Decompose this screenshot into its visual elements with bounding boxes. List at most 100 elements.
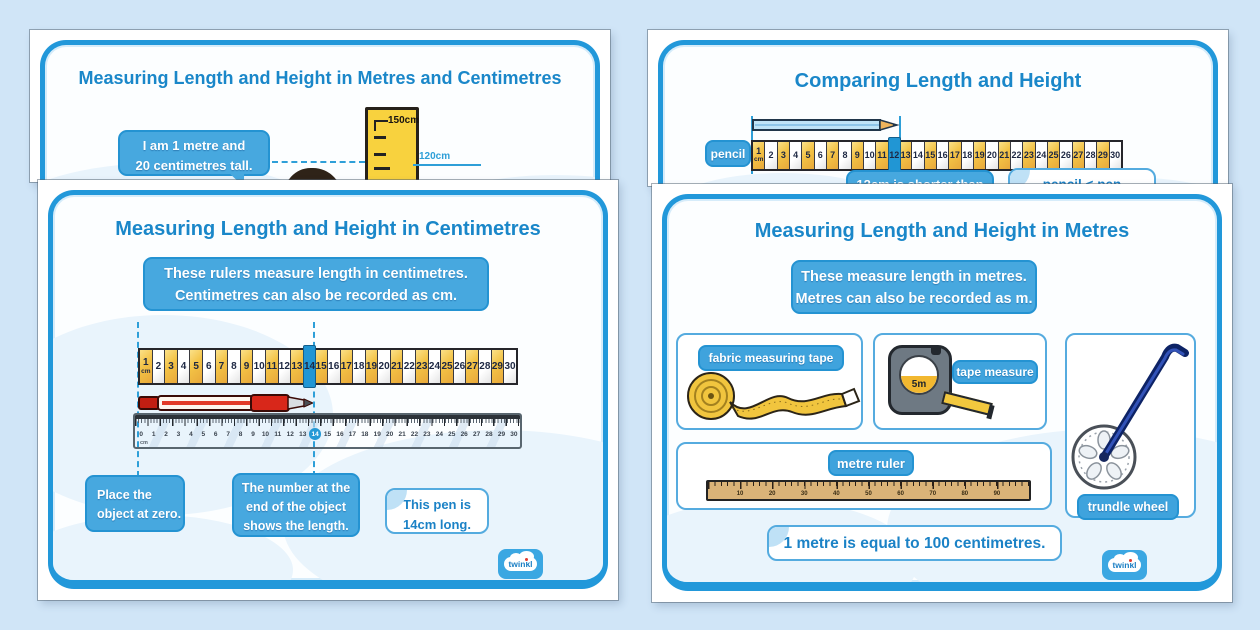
- ruler-cell: 21: [398, 430, 406, 438]
- chart-top-label: 150cm: [388, 115, 420, 126]
- ruler-cell: 16: [936, 142, 950, 169]
- tape-measure-label: tape measure: [952, 360, 1038, 384]
- ruler-cell: 15: [924, 142, 937, 169]
- ruler-cell: 30: [800, 490, 808, 497]
- ruler-cell: 30: [504, 350, 516, 383]
- tape-measure-clip: [931, 347, 941, 355]
- twinkl-logo-dot: [524, 557, 528, 561]
- ruler-cell: 18: [353, 350, 366, 383]
- ruler-cell: 1: [151, 430, 156, 438]
- ruler-cell: 23: [416, 350, 429, 383]
- tip-line: shows the length.: [243, 518, 349, 533]
- page-title: Measuring Length and Height in Metres an…: [78, 68, 562, 88]
- subtitle-box: These rulers measure length in centimetr…: [143, 257, 489, 311]
- ruler-cell: 19: [365, 350, 379, 383]
- ruler-cell: 27: [472, 430, 481, 438]
- ruler-cell: 17: [949, 142, 962, 169]
- ruler-cell: 5: [802, 142, 815, 169]
- twinkl-logo-dot: [1128, 558, 1132, 562]
- ruler-cell: 2: [164, 430, 168, 438]
- tip-line: Place the: [97, 488, 152, 502]
- ruler-cell: 11: [876, 142, 889, 169]
- ruler-cell: 11: [274, 430, 282, 438]
- ruler-edge: [135, 415, 520, 419]
- trundle-wheel-label: trundle wheel: [1077, 494, 1179, 520]
- ruler-cell: 80: [961, 490, 969, 497]
- comparison-statement-box: 12cm is shorter than: [846, 170, 994, 186]
- ruler-cell: 29: [1097, 142, 1110, 169]
- ruler-cell: 4: [177, 350, 191, 383]
- ruler-cell: 3: [176, 430, 181, 438]
- note-line1: This pen is: [403, 497, 471, 512]
- ruler-cell: 5: [201, 430, 206, 438]
- ruler-cell: 8: [839, 142, 852, 169]
- unit-label: cm: [753, 156, 764, 164]
- poster-metres: Measuring Length and Height in Metres Th…: [652, 184, 1232, 602]
- subtitle-line1: These rulers measure length in centimetr…: [164, 266, 468, 282]
- ruler-cell: 20: [768, 490, 776, 497]
- subtitle-line2: Centimetres can also be recorded as cm.: [174, 287, 458, 304]
- tip-box-length: The number at the end of the object show…: [232, 473, 360, 537]
- ruler-cell: 19: [373, 430, 381, 438]
- trundle-wheel-panel: [1065, 333, 1196, 518]
- subtitle-line1: These measure length in metres.: [801, 269, 1027, 285]
- ruler-cell: 17: [340, 350, 354, 383]
- ruler-cell: 24: [1035, 142, 1048, 169]
- ruler-cell: 28: [485, 430, 493, 438]
- ruler-cell: 12: [278, 350, 292, 383]
- note-line2: 14cm long.: [403, 516, 471, 532]
- ruler-cell: 26: [1060, 142, 1073, 169]
- speech-bubble-line1: I am 1 metre and: [142, 138, 246, 153]
- twinkl-cloud: twinkl: [504, 550, 537, 572]
- ruler-cell: 26: [460, 430, 468, 438]
- ruler-cell: 13: [899, 142, 913, 169]
- ruler-cell: 2: [765, 142, 778, 169]
- ruler-cell: 9: [251, 430, 255, 438]
- ruler-cell: 23: [1023, 142, 1036, 169]
- ruler-major-ticks: [135, 419, 520, 426]
- ruler-cell: 6: [213, 430, 218, 438]
- poster-centimetres: Measuring Length and Height in Centimetr…: [38, 180, 618, 600]
- ruler-cell: 40: [833, 490, 840, 497]
- pencil-illustration: [752, 118, 900, 132]
- ruler-cell: 29: [491, 350, 505, 383]
- ruler-cell: 22: [403, 350, 417, 383]
- page-title: Comparing Length and Height: [794, 70, 1082, 92]
- unit-label: cm: [141, 367, 151, 375]
- ruler-cell: 10: [261, 430, 270, 438]
- ruler-cell: 60: [897, 490, 904, 497]
- ruler-cell: 20: [986, 142, 999, 169]
- fabric-measuring-tape-illustration: [684, 368, 862, 426]
- ruler-cell: 14: [308, 428, 322, 440]
- ruler-cell: 11: [265, 350, 279, 383]
- ruler-cell: 7: [215, 350, 229, 383]
- poster-metres-and-centimetres: Measuring Length and Height in Metres an…: [30, 30, 610, 182]
- ruler-cell: 25: [441, 350, 454, 383]
- ruler-cell: 27: [466, 350, 480, 383]
- ruler-cell: 50: [865, 490, 872, 497]
- tip-line: end of the object: [246, 499, 346, 514]
- ruler-cell: 8: [228, 350, 241, 383]
- ruler-cell: 22: [410, 430, 419, 438]
- ruler-cell: 7: [226, 430, 230, 438]
- twinkl-logo: twinkl: [1102, 550, 1147, 580]
- chart-tick: [374, 153, 386, 156]
- ruler-cell: 29: [497, 430, 506, 438]
- ruler-cell: 8: [238, 430, 243, 438]
- twinkl-logo: twinkl: [498, 549, 543, 579]
- ruler-cell: 24: [435, 430, 443, 438]
- ruler-cell: 3: [165, 350, 178, 383]
- ruler-cell: 16: [336, 430, 344, 438]
- ruler-cell: 13: [299, 430, 307, 438]
- ruler-cell: 2: [152, 350, 166, 383]
- tape-measure-illustration: 5m: [888, 345, 952, 415]
- ruler-cell: 30: [510, 430, 518, 438]
- ruler-cell: 14: [302, 345, 317, 388]
- red-pen-illustration: [138, 388, 315, 418]
- ruler-cell: 14: [912, 142, 925, 169]
- ruler-cell: 28: [1084, 142, 1098, 169]
